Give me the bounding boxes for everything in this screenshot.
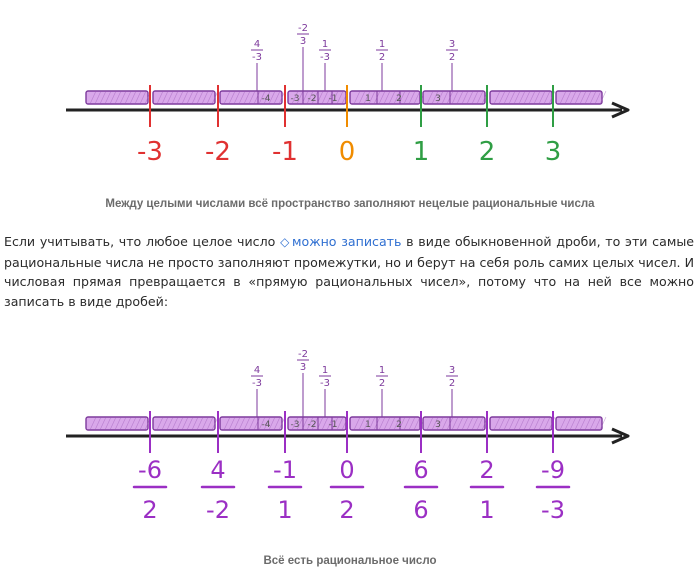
fig2-segment-label: -1 <box>329 420 338 430</box>
fraction-denominator: 1 <box>479 496 494 524</box>
figure-caption-1: Между целыми числами всё пространство за… <box>105 198 595 210</box>
fraction-numerator: 2 <box>479 456 494 484</box>
fig2-segment-label: -2 <box>308 420 317 430</box>
integer-label: 3 <box>545 137 562 167</box>
integer-label: -1 <box>272 137 298 167</box>
fraction-annotation: 1-3 <box>319 39 331 91</box>
annotation-numerator: 1 <box>322 39 328 50</box>
fraction-denominator: -3 <box>541 496 565 524</box>
rational-segments <box>85 90 607 105</box>
fig1-segment-label: -2 <box>308 94 317 104</box>
fig1-segment-label: 3 <box>435 94 441 104</box>
figure-caption-2: Всё есть рациональное число <box>263 555 437 567</box>
fraction-denominator: 2 <box>339 496 354 524</box>
rational-segment <box>555 416 603 431</box>
integer-as-fraction: 4-2 <box>200 456 236 524</box>
fraction-numerator: -9 <box>541 456 565 484</box>
integer-as-fraction: -11 <box>267 456 303 524</box>
annotation-denominator: -3 <box>252 52 262 63</box>
body-paragraph: Если учитывать, что любое целое число ◇м… <box>4 232 694 311</box>
integer-as-fraction: 21 <box>469 456 505 524</box>
integer-label: -2 <box>205 137 231 167</box>
arrow-head-icon <box>611 101 630 119</box>
integer-label: 2 <box>479 137 496 167</box>
fraction-denominator: 1 <box>277 496 292 524</box>
fraction-numerator: -6 <box>138 456 162 484</box>
fig1-segment-label: 2 <box>396 94 402 104</box>
integer-label: -3 <box>137 137 163 167</box>
integer-label: 0 <box>339 137 356 167</box>
integer-as-fraction: -62 <box>132 456 168 524</box>
fig1-segment-label: -1 <box>329 94 338 104</box>
annotation-numerator: 4 <box>254 39 260 50</box>
fraction-annotation: 4-3 <box>251 39 263 91</box>
fraction-annotation: 4-3 <box>251 365 263 417</box>
fraction-annotation: 12 <box>376 39 388 91</box>
fraction-numerator: -1 <box>273 456 297 484</box>
write-as-fraction-link[interactable]: ◇можно записать <box>280 234 401 249</box>
fig1-segment-label: -4 <box>262 94 271 104</box>
fig2-segment-label: 2 <box>396 420 402 430</box>
annotation-denominator: 2 <box>449 378 455 389</box>
link-text: можно записать <box>292 234 402 249</box>
annotation-denominator: 2 <box>379 52 385 63</box>
annotation-numerator: -2 <box>298 23 308 34</box>
annotation-numerator: 4 <box>254 365 260 376</box>
annotation-numerator: 1 <box>379 39 385 50</box>
integer-as-fraction: 02 <box>329 456 365 524</box>
annotation-denominator: 2 <box>449 52 455 63</box>
fig1-segment-label: -3 <box>291 94 300 104</box>
integer-as-fraction: 66 <box>403 456 439 524</box>
fraction-denominator: 2 <box>142 496 157 524</box>
annotation-denominator: -3 <box>252 378 262 389</box>
fig2-segment-label: -4 <box>262 420 271 430</box>
annotation-numerator: 3 <box>449 39 455 50</box>
fraction-denominator: 6 <box>413 496 428 524</box>
annotation-denominator: 3 <box>300 362 306 373</box>
fig1-segment-label: 1 <box>365 94 371 104</box>
integer-label: 1 <box>413 137 430 167</box>
fraction-annotation: 32 <box>446 365 458 417</box>
fig2-segment-label: 3 <box>435 420 441 430</box>
annotation-denominator: 2 <box>379 378 385 389</box>
rational-segment <box>555 90 603 105</box>
paragraph-text-before: Если учитывать, что любое целое число <box>4 234 281 249</box>
annotation-numerator: -2 <box>298 349 308 360</box>
diamond-link-icon: ◇ <box>280 235 291 249</box>
fraction-numerator: 0 <box>339 456 354 484</box>
fraction-annotation: 12 <box>376 365 388 417</box>
fraction-annotation: 1-3 <box>319 365 331 417</box>
fraction-annotation: -23 <box>297 349 309 417</box>
paragraph-text-after: в виде обыкновенной дроби, то эти самые … <box>4 234 695 309</box>
fig2-segment-label: -3 <box>291 420 300 430</box>
fig2-segment-label: 1 <box>365 420 371 430</box>
fraction-annotation: 32 <box>446 39 458 91</box>
fraction-denominator: -2 <box>206 496 230 524</box>
annotation-numerator: 1 <box>379 365 385 376</box>
fraction-numerator: 4 <box>210 456 225 484</box>
integer-as-fraction: -9-3 <box>535 456 571 524</box>
annotation-denominator: 3 <box>300 36 306 47</box>
annotation-denominator: -3 <box>320 378 330 389</box>
annotation-numerator: 1 <box>322 365 328 376</box>
annotation-denominator: -3 <box>320 52 330 63</box>
fraction-annotation: -23 <box>297 23 309 91</box>
fraction-numerator: 6 <box>413 456 428 484</box>
arrow-head-icon <box>611 427 630 445</box>
annotation-numerator: 3 <box>449 365 455 376</box>
